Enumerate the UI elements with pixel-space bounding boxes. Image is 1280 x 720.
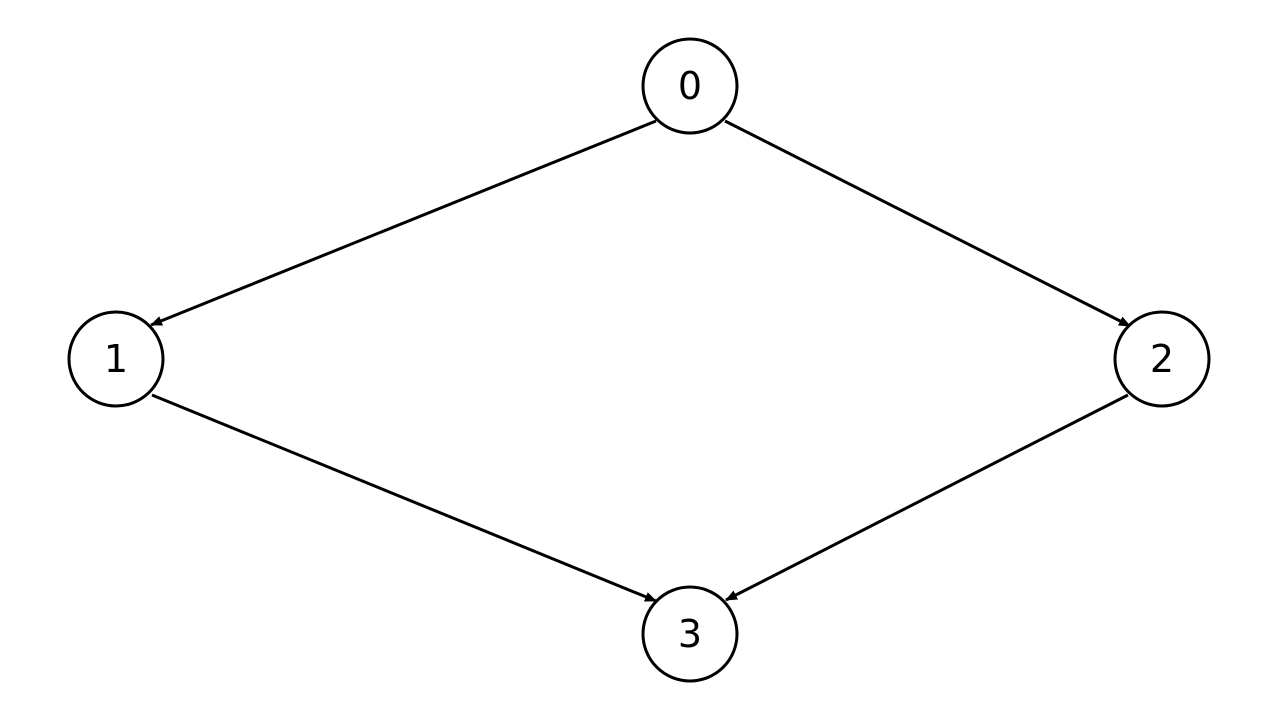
node-1-circle — [67, 310, 165, 408]
edge-1-to-3 — [151, 393, 657, 603]
node-1-label: 1 — [104, 337, 128, 381]
edge-2-to-3 — [725, 393, 1129, 602]
node-3-circle — [641, 585, 739, 683]
edge-0-to-2 — [724, 119, 1131, 328]
edge-0-to-1 — [150, 119, 657, 327]
node-0-circle — [641, 37, 739, 135]
node-2-circle — [1113, 310, 1211, 408]
node-1[interactable]: 1 — [67, 310, 165, 408]
node-0[interactable]: 0 — [641, 37, 739, 135]
node-2-label: 2 — [1150, 337, 1174, 381]
node-2[interactable]: 2 — [1113, 310, 1211, 408]
node-3-label: 3 — [678, 612, 702, 656]
node-0-label: 0 — [678, 64, 702, 108]
node-3[interactable]: 3 — [641, 585, 739, 683]
